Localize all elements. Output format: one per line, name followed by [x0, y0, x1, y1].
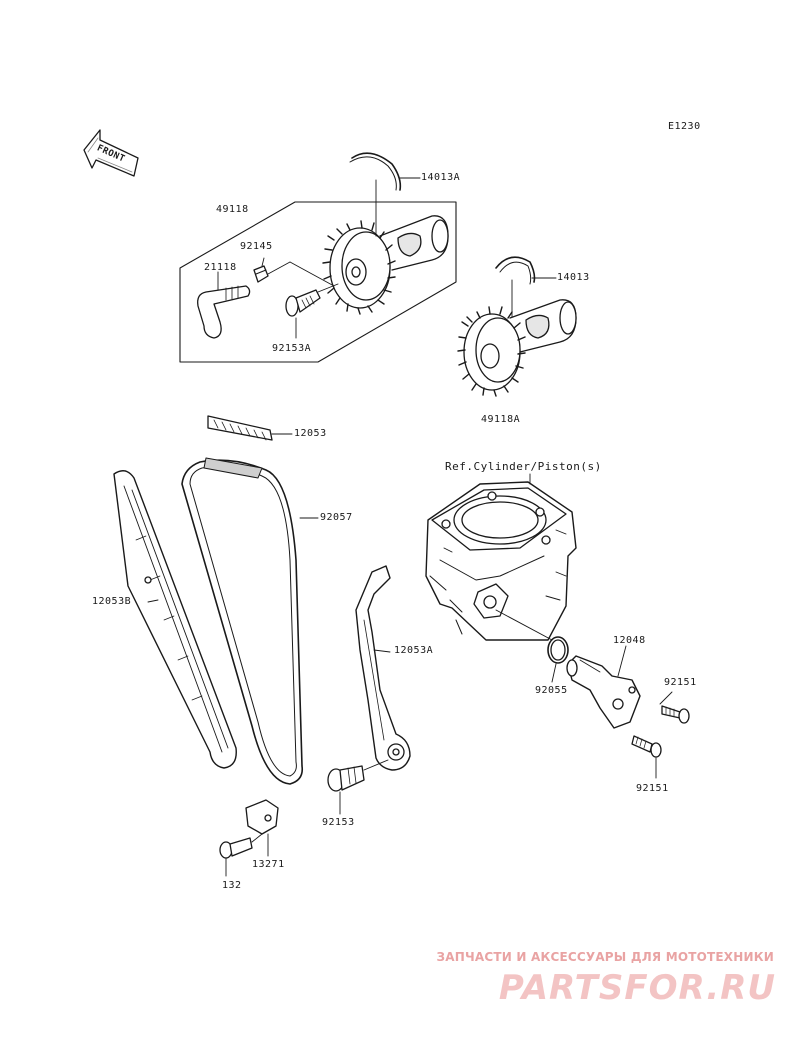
watermark-logo: PARTSFOR.RU — [498, 968, 776, 1008]
front-arrow-icon — [83, 129, 139, 177]
watermark-tagline: ЗАПЧАСТИ И АКСЕССУАРЫ ДЛЯ МОТОТЕХНИКИ — [436, 950, 774, 964]
label-12053B[interactable]: 12053B — [92, 596, 132, 607]
label-49118A[interactable]: 49118A — [481, 414, 521, 425]
label-12053A[interactable]: 12053A — [394, 645, 434, 656]
label-14013A[interactable]: 14013A — [421, 172, 461, 183]
exhaust-camshaft-49118 — [322, 215, 449, 315]
bracket-13271 — [245, 799, 279, 835]
label-92151-lower[interactable]: 92151 — [636, 783, 669, 794]
o-ring-92055 — [547, 636, 569, 664]
cylinder-reference — [425, 481, 577, 641]
intake-camshaft-49118A — [457, 299, 577, 397]
label-92057[interactable]: 92057 — [320, 512, 353, 523]
chain-guide-12053A — [355, 565, 411, 771]
label-92145[interactable]: 92145 — [240, 241, 273, 252]
bolt-132 — [219, 837, 253, 859]
label-49118[interactable]: 49118 — [216, 204, 249, 215]
diagram-code: E1230 — [668, 121, 701, 132]
bolt-92151-lower — [631, 735, 662, 758]
label-21118[interactable]: 21118 — [204, 262, 237, 273]
assembly-frame-49118 — [179, 201, 457, 363]
cam-chain-92057 — [181, 457, 304, 785]
bolt-92153A — [285, 289, 321, 317]
reference-cylinder-piston[interactable]: Ref.Cylinder/Piston(s) — [445, 460, 602, 473]
label-12053[interactable]: 12053 — [294, 428, 327, 439]
bolt-92151-upper — [661, 705, 690, 724]
chain-guide-12053 — [207, 415, 273, 441]
label-13271[interactable]: 13271 — [252, 859, 285, 870]
label-132[interactable]: 132 — [222, 880, 242, 891]
circlip-14013 — [495, 256, 536, 285]
tensioner-12048 — [566, 655, 641, 729]
decomp-lever-21118 — [197, 285, 251, 339]
spring-92145 — [253, 265, 269, 283]
bolt-92153 — [327, 765, 365, 792]
chain-guide-12053B — [113, 470, 237, 769]
label-92153A[interactable]: 92153A — [272, 343, 312, 354]
label-14013[interactable]: 14013 — [557, 272, 590, 283]
label-12048[interactable]: 12048 — [613, 635, 646, 646]
circlip-14013A — [349, 152, 402, 191]
label-92153[interactable]: 92153 — [322, 817, 355, 828]
label-92055[interactable]: 92055 — [535, 685, 568, 696]
label-92151-upper[interactable]: 92151 — [664, 677, 697, 688]
